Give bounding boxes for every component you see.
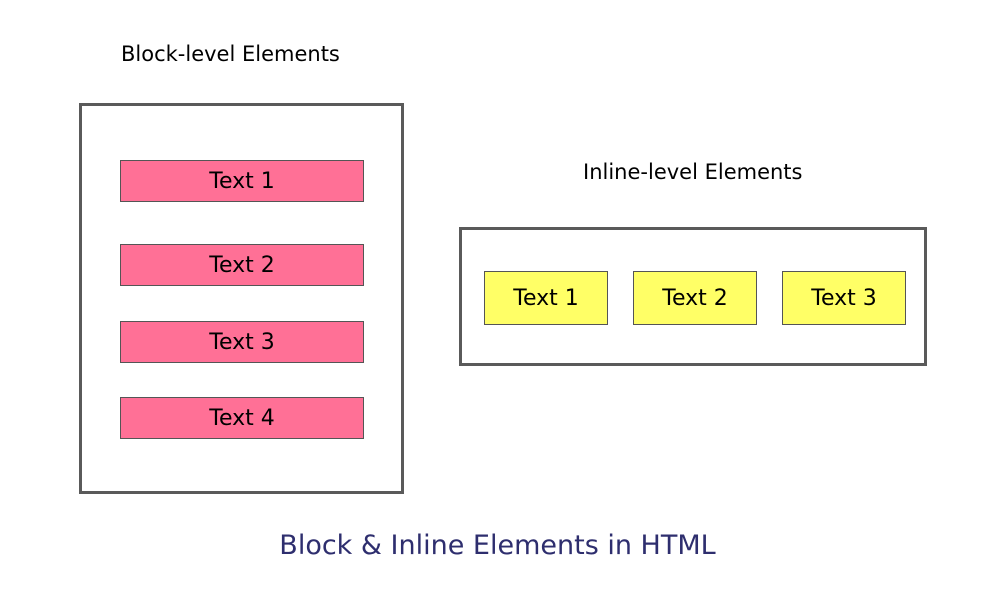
block-level-heading: Block-level Elements <box>121 42 340 66</box>
block-item-4: Text 4 <box>120 397 364 439</box>
block-item-3: Text 3 <box>120 321 364 363</box>
block-item-1: Text 1 <box>120 160 364 202</box>
inline-level-heading: Inline-level Elements <box>583 160 803 184</box>
inline-item-3: Text 3 <box>782 271 906 325</box>
inline-item-2: Text 2 <box>633 271 757 325</box>
diagram-caption: Block & Inline Elements in HTML <box>279 530 716 561</box>
block-item-2: Text 2 <box>120 244 364 286</box>
inline-item-1: Text 1 <box>484 271 608 325</box>
